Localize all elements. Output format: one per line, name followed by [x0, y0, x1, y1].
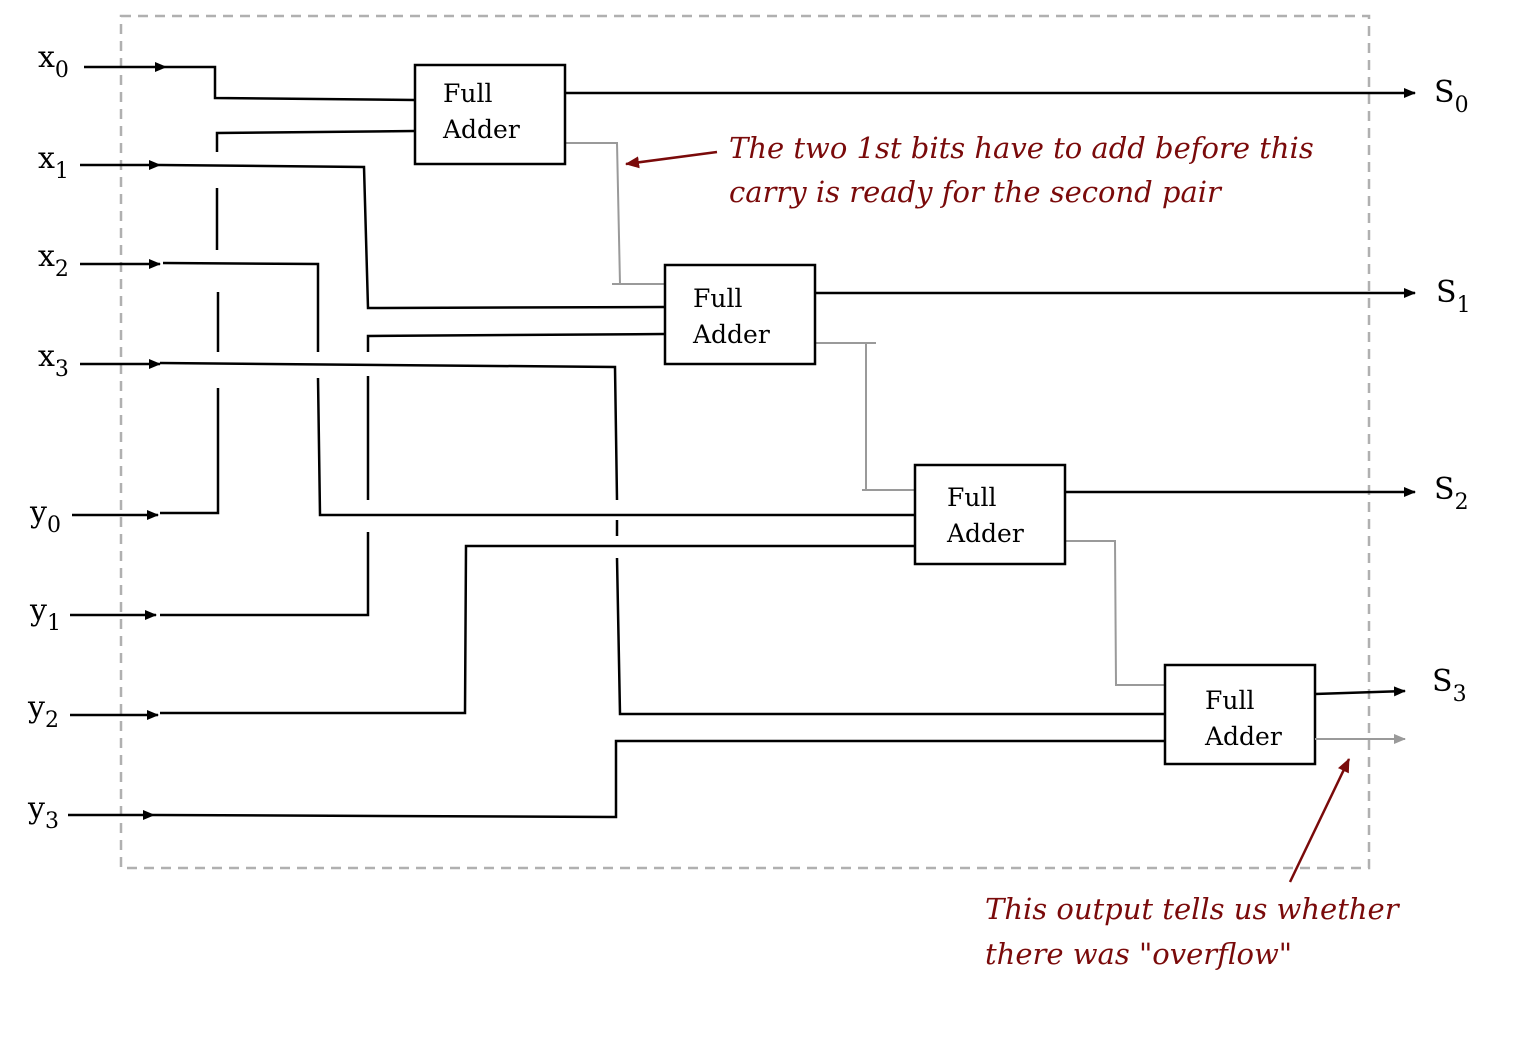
full-adder-3: Full Adder	[1163, 663, 1317, 766]
output-label-s1: S1	[1436, 275, 1471, 318]
input-label-y0: y0	[29, 495, 61, 538]
input-label-y3: y3	[27, 791, 59, 834]
overflow-note-arrow	[1288, 758, 1351, 883]
full-adder-label: Full	[947, 483, 996, 512]
wire-y3	[153, 739, 1165, 819]
output-arrow-s3	[1314, 686, 1406, 697]
carry-note-arrow	[625, 150, 718, 169]
wire-y0	[160, 388, 220, 515]
carry-wire-1-to-2	[565, 142, 665, 285]
wire-y1	[160, 532, 370, 617]
wire-x2	[162, 261, 320, 352]
circuit-frame	[119, 14, 1371, 870]
wire-x0	[166, 65, 416, 102]
input-label-x1: x1	[38, 141, 69, 184]
wire-y0-segment	[215, 129, 416, 152]
carry-wire-3-to-4	[1065, 540, 1165, 686]
wire-x1	[159, 163, 665, 310]
overflow-note-line2: there was "overflow"	[985, 937, 1292, 971]
carry-note-line2: carry is ready for the second pair	[729, 175, 1223, 209]
input-label-x0: x0	[38, 40, 69, 83]
full-adder-label: Adder	[442, 115, 520, 144]
overflow-note-line1: This output tells us whether	[985, 892, 1401, 926]
carry-wire-2-to-3	[815, 342, 915, 491]
output-label-s0: S0	[1434, 75, 1469, 118]
full-adder-label: Full	[693, 284, 742, 313]
output-label-s2: S2	[1434, 472, 1469, 515]
input-label-y2: y2	[27, 690, 59, 733]
full-adder-2: Full Adder	[913, 463, 1067, 566]
wire-y2	[160, 544, 915, 715]
wire-x3	[159, 361, 619, 501]
full-adder-label: Full	[1205, 686, 1254, 715]
wire-x2-segment	[316, 377, 915, 517]
full-adder-label: Adder	[946, 519, 1024, 548]
full-adder-1: Full Adder	[663, 263, 817, 366]
output-label-s3: S3	[1432, 664, 1467, 707]
full-adder-0: Full Adder	[413, 63, 567, 166]
wire-y1-segment	[366, 332, 665, 352]
full-adder-label: Adder	[1204, 722, 1282, 751]
full-adder-label: Adder	[692, 320, 770, 349]
wire-x3-segment	[615, 557, 1165, 716]
input-label-x2: x2	[38, 239, 69, 282]
carry-note-line1: The two 1st bits have to add before this	[729, 131, 1314, 165]
full-adder-label: Full	[443, 79, 492, 108]
input-label-x3: x3	[38, 339, 69, 382]
input-label-y1: y1	[29, 593, 61, 636]
